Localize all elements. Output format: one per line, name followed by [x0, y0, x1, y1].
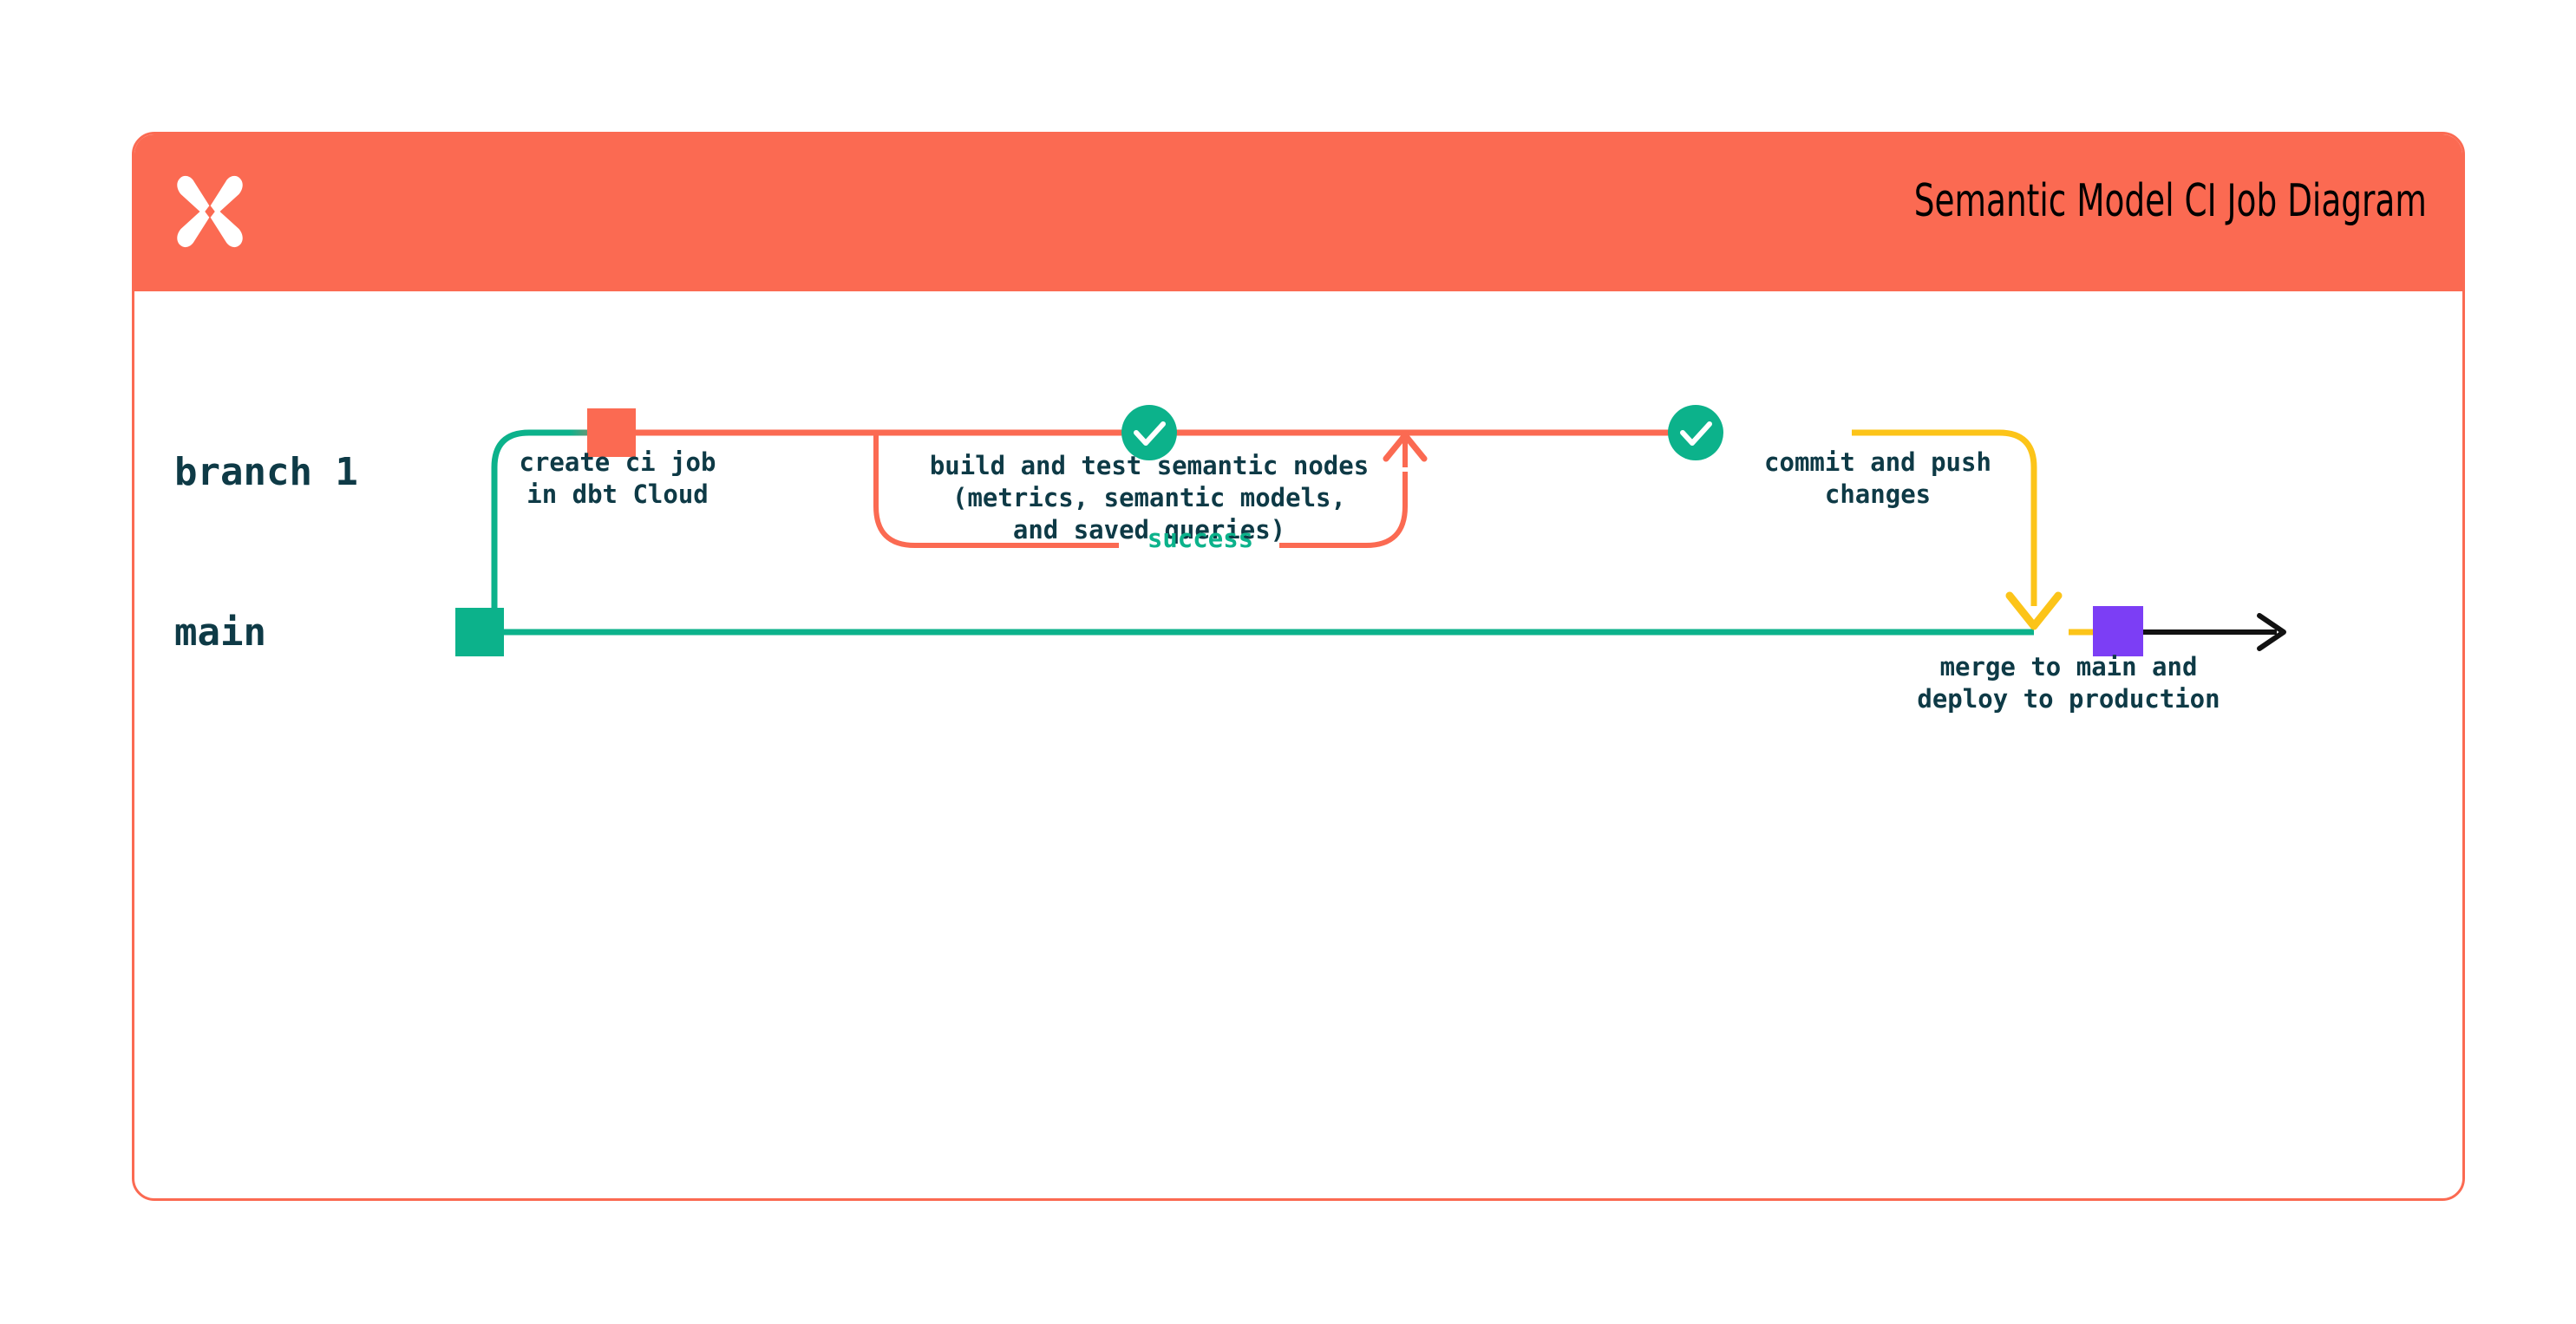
node-create-ci-job-square[interactable] [587, 408, 636, 457]
node-caption-create-ci-job: create ci job in dbt Cloud [519, 447, 716, 510]
loop-right-segment [1279, 472, 1408, 548]
card-header: Semantic Model CI Job Diagram [134, 134, 2462, 291]
dbt-x-logo-icon [177, 175, 243, 248]
node-caption-merge-to-main: merge to main and deploy to production [1917, 652, 2220, 714]
node-build-test-circle[interactable] [1121, 405, 1177, 460]
branch-label-main: main [174, 610, 266, 655]
merge-down-line [1852, 429, 2037, 606]
node-main-square[interactable] [455, 608, 504, 656]
continue-arrowhead-icon [2257, 613, 2286, 651]
branch-label-branch-1: branch 1 [174, 450, 358, 494]
page-title: Semantic Model CI Job Diagram [1913, 175, 2427, 227]
node-caption-build-and-test: build and test semantic nodes (metrics, … [929, 451, 1370, 545]
check-icon [1680, 421, 1712, 446]
merge-arrowhead-icon [2005, 591, 2063, 630]
diagram-card: Semantic Model CI Job Diagram [132, 132, 2465, 1201]
check-icon [1134, 421, 1166, 446]
node-merge-square[interactable] [2093, 606, 2143, 656]
loop-label-success: success [1147, 524, 1254, 553]
git-flow-svg [455, 405, 2286, 656]
diagram-body: branch 1 main create ci job in dbt Cloud… [134, 294, 2462, 1198]
branch-1-origin-line [491, 429, 620, 632]
node-caption-commit-and-push: commit and push changes [1764, 447, 1991, 510]
loop-arrowhead-icon [1383, 432, 1428, 462]
node-commit-push-circle[interactable] [1668, 405, 1723, 460]
loop-left-segment [873, 435, 1119, 548]
